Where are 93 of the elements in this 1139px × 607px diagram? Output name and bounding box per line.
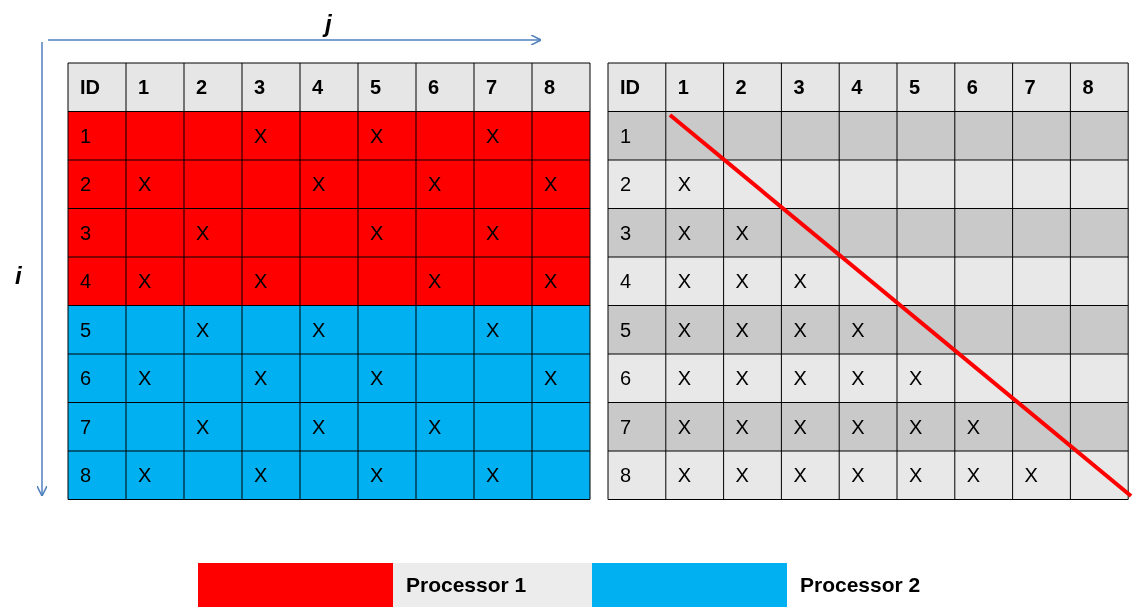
cross-mark: X	[138, 463, 152, 487]
cross-mark: X	[851, 366, 865, 390]
column-header: 1	[677, 75, 689, 99]
cross-mark: X	[677, 220, 692, 245]
column-header: 1	[138, 75, 150, 99]
row-header: 3	[620, 220, 632, 245]
cross-mark: X	[735, 366, 749, 390]
cross-mark: X	[793, 269, 807, 293]
cross-mark: X	[909, 463, 923, 487]
cross-mark: X	[370, 123, 384, 148]
cross-mark: X	[851, 317, 865, 342]
cross-mark: X	[428, 414, 442, 439]
cross-mark: X	[677, 317, 692, 342]
cross-mark: X	[370, 220, 384, 245]
column-header: 8	[544, 75, 556, 99]
cross-mark: X	[793, 414, 807, 439]
legend-label: Processor 2	[800, 573, 921, 597]
cross-mark: X	[851, 463, 865, 487]
column-header: 5	[370, 75, 382, 99]
column-header: 4	[851, 75, 863, 99]
cross-mark: X	[138, 269, 152, 293]
cross-mark: X	[793, 366, 807, 390]
column-header: ID	[80, 75, 100, 99]
row-header: 1	[620, 123, 632, 148]
column-header: 8	[1082, 75, 1094, 99]
cross-mark: X	[909, 414, 923, 439]
axis-label: i	[15, 262, 22, 290]
row-header: 2	[80, 172, 92, 196]
cross-mark: X	[966, 414, 981, 439]
cross-mark: X	[486, 123, 500, 148]
cross-mark: X	[735, 463, 749, 487]
row-header: 8	[620, 463, 632, 487]
cross-mark: X	[677, 172, 692, 196]
cross-mark: X	[254, 366, 268, 390]
row-header: 8	[80, 463, 92, 487]
cross-mark: X	[486, 463, 500, 487]
cross-mark: X	[254, 463, 268, 487]
column-header: 7	[486, 75, 498, 99]
cross-mark: X	[254, 123, 268, 148]
row-header: 7	[80, 414, 92, 439]
cross-mark: X	[677, 366, 692, 390]
row-header: 4	[80, 269, 92, 293]
row-header: 6	[80, 366, 92, 390]
cross-mark: X	[544, 366, 558, 390]
column-header: 2	[196, 75, 208, 99]
column-header: 4	[312, 75, 324, 99]
cross-mark: X	[966, 463, 981, 487]
column-header: 3	[793, 75, 805, 99]
column-header: ID	[620, 75, 640, 99]
row-header: 4	[620, 269, 632, 293]
cross-mark: X	[677, 269, 692, 293]
cross-mark: X	[851, 414, 865, 439]
cross-mark: X	[1024, 463, 1038, 487]
row-header: 3	[80, 220, 92, 245]
cross-mark: X	[428, 172, 442, 196]
cross-mark: X	[486, 317, 500, 342]
cross-mark: X	[677, 463, 692, 487]
column-header: 6	[428, 75, 440, 99]
cross-mark: X	[312, 317, 326, 342]
cross-mark: X	[909, 366, 923, 390]
cross-mark: X	[793, 317, 807, 342]
cross-mark: X	[370, 366, 384, 390]
cross-mark: X	[735, 269, 749, 293]
cross-mark: X	[544, 269, 558, 293]
cross-mark: X	[138, 366, 152, 390]
cross-mark: X	[735, 220, 749, 245]
row-header: 5	[620, 317, 632, 342]
cross-mark: X	[196, 414, 210, 439]
cross-mark: X	[793, 463, 807, 487]
column-header: 7	[1024, 75, 1036, 99]
cross-mark: X	[196, 220, 210, 245]
row-header: 5	[80, 317, 92, 342]
row-header: 1	[80, 123, 92, 148]
column-header: 3	[254, 75, 266, 99]
cross-mark: X	[312, 414, 326, 439]
column-header: 6	[966, 75, 978, 99]
cross-mark: X	[544, 172, 558, 196]
cross-mark: X	[138, 172, 152, 196]
row-header: 7	[620, 414, 632, 439]
cross-mark: X	[677, 414, 692, 439]
row-header: 2	[620, 172, 632, 196]
cross-mark: X	[312, 172, 326, 196]
cross-mark: X	[735, 414, 749, 439]
cross-mark: X	[196, 317, 210, 342]
row-header: 6	[620, 366, 632, 390]
column-header: 5	[909, 75, 921, 99]
cross-mark: X	[735, 317, 749, 342]
legend-label: Processor 1	[406, 573, 527, 597]
cross-mark: X	[370, 463, 384, 487]
cross-mark: X	[428, 269, 442, 293]
column-header: 2	[735, 75, 747, 99]
cross-mark: X	[254, 269, 268, 293]
cross-mark: X	[486, 220, 500, 245]
